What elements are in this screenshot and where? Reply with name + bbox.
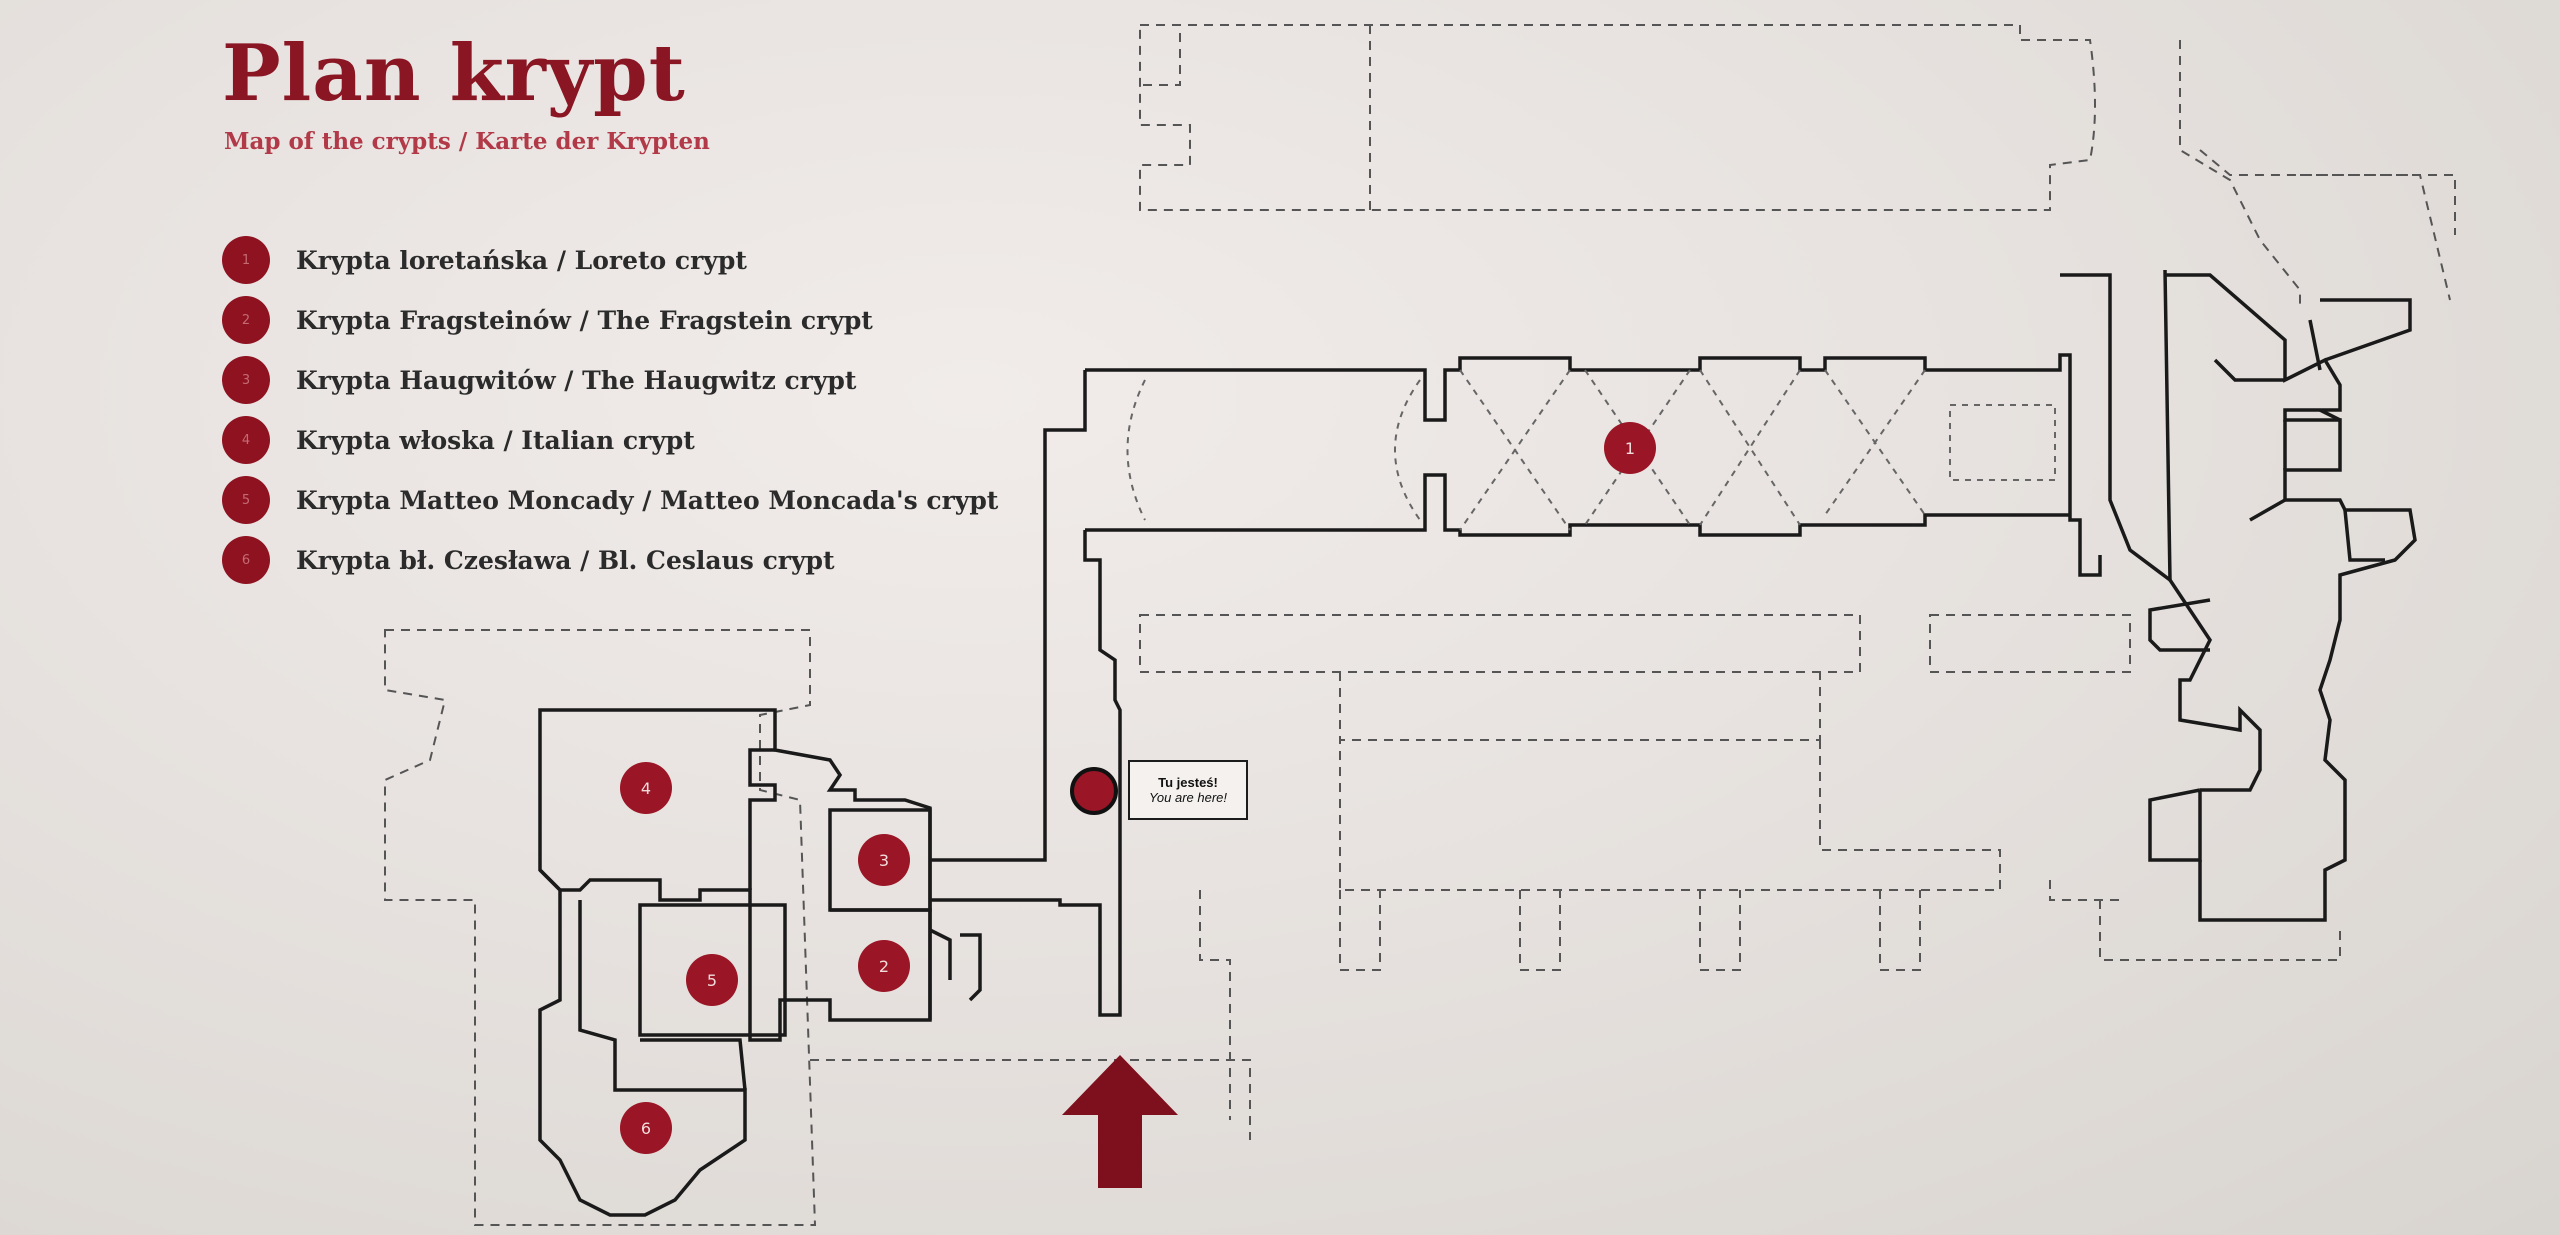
- legend-number: 4: [222, 416, 270, 464]
- legend-label: Krypta bł. Czesława / Bl. Ceslaus crypt: [296, 545, 835, 575]
- you-are-here-label: Tu jesteś! You are here!: [1128, 760, 1248, 820]
- you-are-here-pl: Tu jesteś!: [1158, 775, 1218, 790]
- legend-number: 5: [222, 476, 270, 524]
- crypt-marker-3: 3: [858, 834, 910, 886]
- legend-number: 1: [222, 236, 270, 284]
- legend-item: 1 Krypta loretańska / Loreto crypt: [222, 230, 998, 290]
- legend-label: Krypta Matteo Moncady / Matteo Moncada's…: [296, 485, 999, 515]
- crypt-marker-4: 4: [620, 762, 672, 814]
- legend-number: 2: [222, 296, 270, 344]
- crypt-marker-5: 5: [686, 954, 738, 1006]
- crypt-marker-6: 6: [620, 1102, 672, 1154]
- legend-item: 6 Krypta bł. Czesława / Bl. Ceslaus crypt: [222, 530, 998, 590]
- crypt-marker-1: 1: [1604, 422, 1656, 474]
- legend-label: Krypta loretańska / Loreto crypt: [296, 245, 747, 275]
- legend-label: Krypta Haugwitów / The Haugwitz crypt: [296, 365, 857, 395]
- legend-label: Krypta Fragsteinów / The Fragstein crypt: [296, 305, 873, 335]
- legend-item: 4 Krypta włoska / Italian crypt: [222, 410, 998, 470]
- vault-lines: [1126, 369, 2056, 531]
- legend-item: 5 Krypta Matteo Moncady / Matteo Moncada'…: [222, 470, 998, 530]
- legend-label: Krypta włoska / Italian crypt: [296, 425, 695, 455]
- legend-item: 2 Krypta Fragsteinów / The Fragstein cryp…: [222, 290, 998, 350]
- you-are-here-en: You are here!: [1148, 790, 1228, 805]
- legend-number: 3: [222, 356, 270, 404]
- upper-church-outline: [1139, 24, 2456, 310]
- crypt-surrounds-outline: [384, 614, 2341, 1226]
- legend-item: 3 Krypta Haugwitów / The Haugwitz crypt: [222, 350, 998, 410]
- crypt-walls: [538, 269, 2417, 1217]
- legend-number: 6: [222, 536, 270, 584]
- entrance-arrow-icon: [1062, 1055, 1178, 1188]
- page-subtitle: Map of the crypts / Karte der Krypten: [224, 128, 710, 155]
- location-dot-icon: [1070, 767, 1118, 815]
- crypt-marker-2: 2: [858, 940, 910, 992]
- page-title: Plan krypt: [222, 28, 686, 119]
